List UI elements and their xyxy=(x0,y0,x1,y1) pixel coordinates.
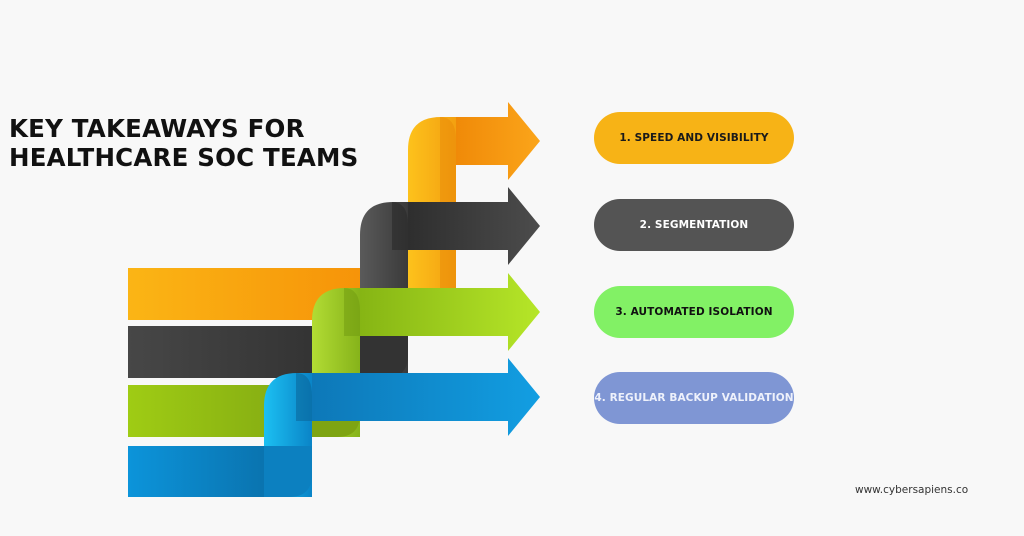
takeaway-label: 2. SEGMENTATION xyxy=(639,219,749,231)
page-title: KEY TAKEAWAYS FOR HEALTHCARE SOC TEAMS xyxy=(9,114,358,172)
takeaway-4-regular-backup-validation: 4. REGULAR BACKUP VALIDATION xyxy=(594,372,794,424)
takeaway-2-segmentation: 2. SEGMENTATION xyxy=(594,199,794,251)
title-line-2: HEALTHCARE SOC TEAMS xyxy=(9,143,359,172)
takeaway-3-automated-isolation: 3. AUTOMATED ISOLATION xyxy=(594,286,794,338)
ribbon-arrows-graphic xyxy=(128,102,540,497)
takeaway-label: 4. REGULAR BACKUP VALIDATION xyxy=(594,392,794,404)
title-line-1: KEY TAKEAWAYS FOR xyxy=(9,114,305,143)
takeaway-label: 3. AUTOMATED ISOLATION xyxy=(615,306,773,318)
takeaway-label: 1. SPEED AND VISIBILITY xyxy=(619,132,769,144)
blue-ribbon xyxy=(128,358,540,497)
website-url: www.cybersapiens.co xyxy=(855,484,969,496)
takeaway-1-speed-and-visibility: 1. SPEED AND VISIBILITY xyxy=(594,112,794,164)
